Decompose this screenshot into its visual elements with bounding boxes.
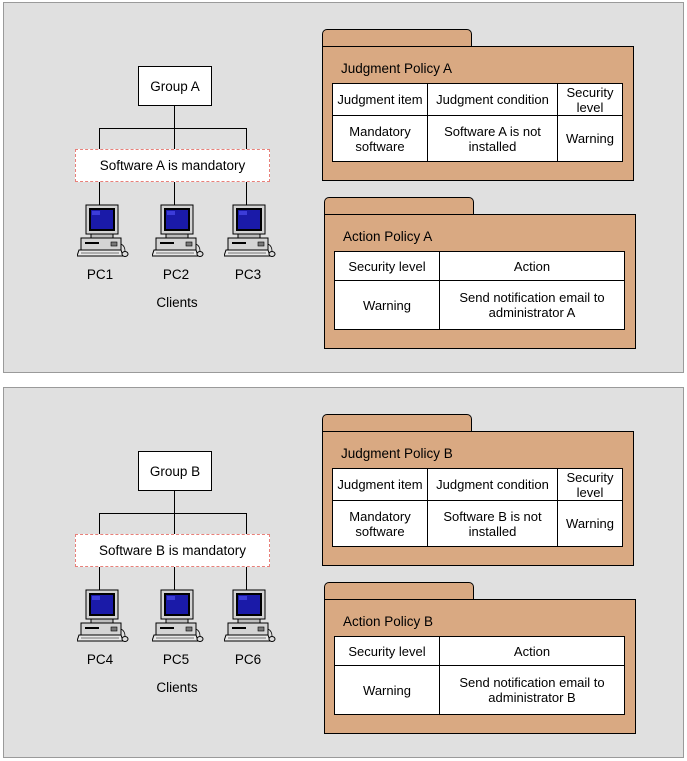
action-policy-folder: Action Policy B Security level Action Wa… (324, 599, 636, 734)
pc-label: PC3 (234, 267, 262, 282)
action-policy-title: Action Policy B (343, 614, 434, 629)
clients-label: Clients (156, 680, 198, 695)
group-connector-line (174, 106, 175, 128)
folder-tab (324, 197, 474, 215)
judgment-policy-table: Judgment item Judgment condition Securit… (332, 83, 623, 162)
table-header-cell: Security level (557, 83, 623, 116)
judgment-policy-folder: Judgment Policy B Judgment item Judgment… (322, 431, 634, 566)
judgment-policy-table: Judgment item Judgment condition Securit… (332, 468, 623, 547)
table-cell: Warning (557, 500, 623, 547)
table-cell: Software B is not installed (427, 500, 558, 547)
table-cell: Mandatory software (332, 500, 428, 547)
judgment-policy-title: Judgment Policy A (341, 61, 453, 76)
pc-label: PC1 (86, 267, 114, 282)
table-cell: Warning (334, 665, 440, 715)
table-cell: Warning (334, 280, 440, 330)
pc-label: PC6 (234, 652, 262, 667)
folder-tab (322, 414, 472, 432)
mandatory-software-box: Software A is mandatory (75, 149, 270, 182)
table-header-cell: Judgment condition (427, 468, 558, 501)
table-header-cell: Action (439, 636, 625, 666)
folder-tab (324, 582, 474, 600)
client-bus-line (99, 128, 247, 129)
mandatory-software-box: Software B is mandatory (75, 534, 270, 567)
table-header-cell: Action (439, 251, 625, 281)
group-b-node: Group B (138, 451, 212, 491)
group-a-node: Group A (138, 66, 212, 106)
pc-label: PC4 (86, 652, 114, 667)
action-policy-title: Action Policy A (343, 229, 433, 244)
table-cell: Warning (557, 115, 623, 162)
judgment-policy-folder: Judgment Policy A Judgment item Judgment… (322, 46, 634, 181)
desktop-computer-icon (224, 204, 276, 260)
action-policy-folder: Action Policy A Security level Action Wa… (324, 214, 636, 349)
table-header-cell: Security level (334, 636, 440, 666)
action-policy-table: Security level Action Warning Send notif… (334, 636, 625, 715)
desktop-computer-icon (77, 204, 129, 260)
table-cell: Send notification email to administrator… (439, 665, 625, 715)
group-b-panel: Group B Software B is mandatory PC4 PC5 … (3, 387, 684, 758)
clients-label: Clients (156, 295, 198, 310)
client-bus-line (99, 513, 247, 514)
table-header-cell: Security level (334, 251, 440, 281)
table-header-cell: Judgment item (332, 83, 428, 116)
table-header-cell: Judgment condition (427, 83, 558, 116)
group-a-panel: Group A Software A is mandatory PC1 PC2 … (3, 2, 684, 373)
pc-label: PC5 (162, 652, 190, 667)
desktop-computer-icon (152, 204, 204, 260)
pc-label: PC2 (162, 267, 190, 282)
desktop-computer-icon (77, 589, 129, 645)
desktop-computer-icon (152, 589, 204, 645)
action-policy-table: Security level Action Warning Send notif… (334, 251, 625, 330)
table-header-cell: Judgment item (332, 468, 428, 501)
desktop-computer-icon (224, 589, 276, 645)
judgment-policy-title: Judgment Policy B (341, 446, 453, 461)
table-cell: Software A is not installed (427, 115, 558, 162)
table-cell: Mandatory software (332, 115, 428, 162)
table-header-cell: Security level (557, 468, 623, 501)
table-cell: Send notification email to administrator… (439, 280, 625, 330)
group-connector-line (174, 491, 175, 513)
folder-tab (322, 29, 472, 47)
